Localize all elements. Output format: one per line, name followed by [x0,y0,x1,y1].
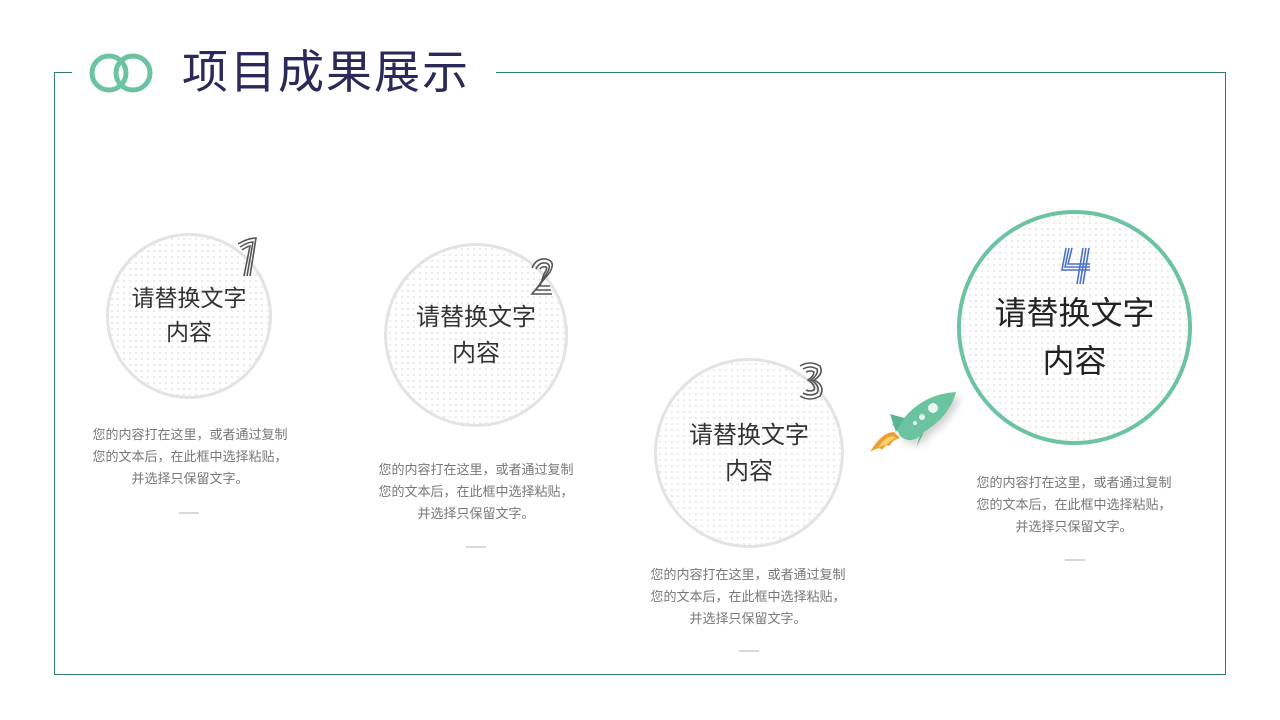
interlocking-rings-icon [89,53,153,93]
number-3-icon [799,362,823,400]
step-3-divider [739,650,759,652]
step-2-heading-line1: 请替换文字 [416,303,536,331]
step-circle-2[interactable]: 请替换文字 内容 [384,243,568,427]
step-2-heading-line2: 内容 [452,339,500,367]
step-1-divider [179,512,199,514]
number-1-icon [237,237,257,277]
number-2-icon [530,258,554,295]
step-1-description: 您的内容打在这里，或者通过复制 您的文本后，在此框中选择粘贴， 并选择只保留文字… [92,428,288,487]
step-1-heading-line2: 内容 [166,320,212,346]
step-4-divider [1065,559,1085,561]
step-circle-4[interactable]: 请替换文字 内容 [957,210,1192,445]
step-4-heading-line1: 请替换文字 [994,293,1155,332]
step-1-heading-line1: 请替换文字 [131,285,247,312]
step-2-description: 您的内容打在这里，或者通过复制 您的文本后，在此框中选择粘贴， 并选择只保留文字… [378,463,574,522]
content-frame [54,72,1226,675]
step-3-heading-line2: 内容 [725,457,773,485]
step-2-divider [466,546,486,548]
step-3-heading-line1: 请替换文字 [689,421,809,449]
step-circle-1[interactable]: 请替换文字 内容 [106,233,272,399]
step-3-description: 您的内容打在这里，或者通过复制 您的文本后，在此框中选择粘贴， 并选择只保留文字… [650,568,846,627]
step-4-heading-line2: 内容 [1042,341,1107,380]
step-4-description: 您的内容打在这里，或者通过复制 您的文本后，在此框中选择粘贴， 并选择只保留文字… [976,476,1172,535]
page-title: 项目成果展示 [182,45,470,99]
rocket-icon [870,392,956,452]
number-4-icon [1061,247,1090,285]
